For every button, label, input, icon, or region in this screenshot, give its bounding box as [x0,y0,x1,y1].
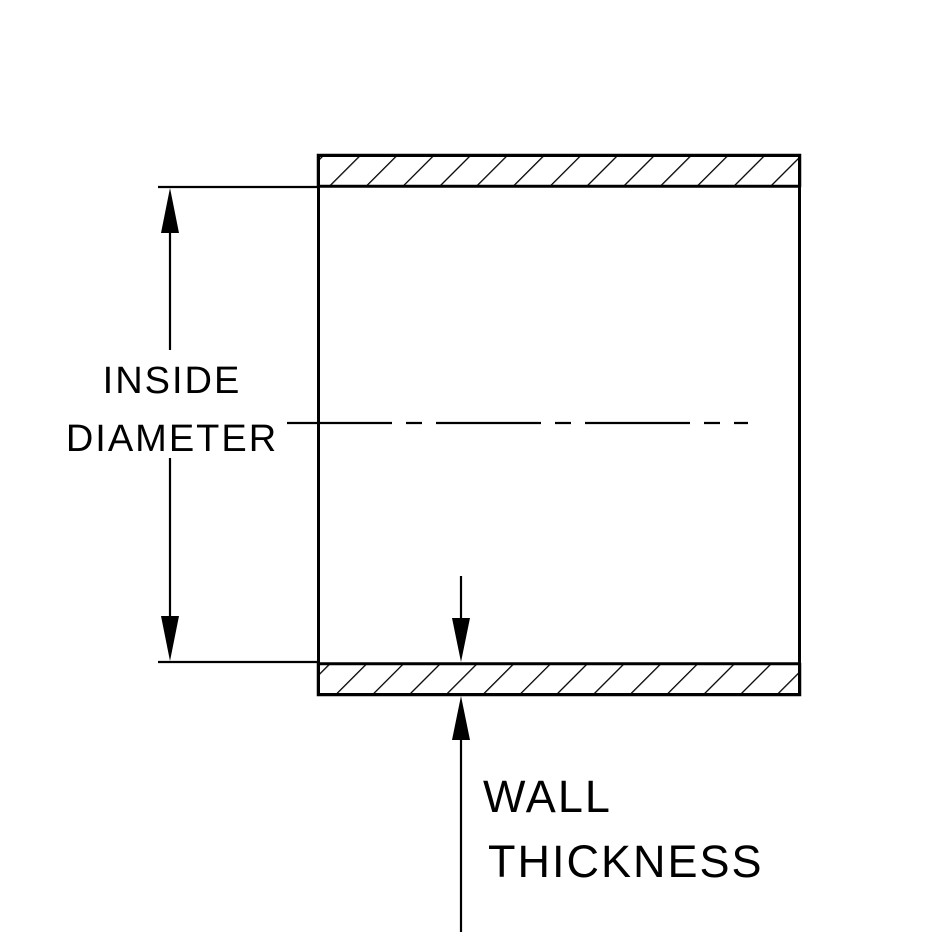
inside-diameter-label-line1: INSIDE [103,360,242,402]
inside-diameter-label-line2: DIAMETER [66,418,278,460]
coupler-body [316,153,802,697]
inside-diameter-dimension: INSIDE DIAMETER [66,185,318,664]
wall-thickness-callout: WALL THICKNESS [452,576,764,932]
top-wall-hatch [316,153,802,188]
wall-thickness-arrow-up [452,696,470,740]
dimension-arrow-down [161,616,179,661]
wall-thickness-label-line2: THICKNESS [488,836,764,887]
dimension-arrow-up [161,188,179,233]
wall-thickness-arrow-down [452,618,470,662]
wall-thickness-label-line1: WALL [483,771,612,822]
bottom-wall-hatch [316,662,802,697]
body-outline [317,154,801,696]
